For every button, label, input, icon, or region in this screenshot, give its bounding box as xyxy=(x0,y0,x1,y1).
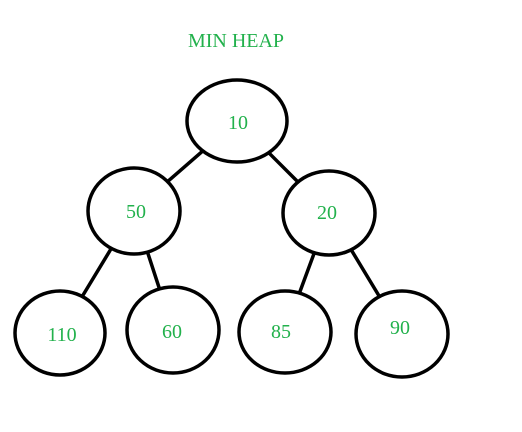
node-circle-left xyxy=(86,166,182,256)
diagram-title: MIN HEAP xyxy=(188,30,284,52)
node-circle-left-left xyxy=(13,289,107,377)
edge-root-to-left xyxy=(165,149,205,184)
node-value-right-right: 90 xyxy=(390,317,410,339)
node-value-left-left: 110 xyxy=(47,324,76,346)
edge-right-to-right-right xyxy=(349,248,382,299)
heap-node-left: 50 xyxy=(86,166,182,256)
heap-node-right-right: 90 xyxy=(354,289,450,379)
node-circle-right-left xyxy=(237,289,333,375)
edge-left-to-left-left xyxy=(80,246,114,299)
heap-node-right-left: 85 xyxy=(237,289,333,375)
node-value-right: 20 xyxy=(317,202,337,224)
node-circle-right-right xyxy=(354,289,450,379)
edges-layer xyxy=(80,149,382,299)
node-value-left: 50 xyxy=(126,201,146,223)
heap-node-left-right: 60 xyxy=(125,285,221,375)
node-circle-left-right xyxy=(125,285,221,375)
heap-node-left-left: 110 xyxy=(13,289,107,377)
node-circle-root xyxy=(185,78,289,164)
edge-root-to-right xyxy=(266,150,300,184)
heap-node-right: 20 xyxy=(281,169,377,257)
edge-left-to-left-right xyxy=(145,250,162,291)
edge-right-to-right-left xyxy=(297,251,317,295)
nodes-layer: 10 50 20 110 60 85 90 xyxy=(13,78,450,379)
node-circle-right xyxy=(281,169,377,257)
heap-node-root: 10 xyxy=(185,78,289,164)
node-value-root: 10 xyxy=(228,112,248,134)
node-value-left-right: 60 xyxy=(162,321,182,343)
node-value-right-left: 85 xyxy=(271,321,291,343)
